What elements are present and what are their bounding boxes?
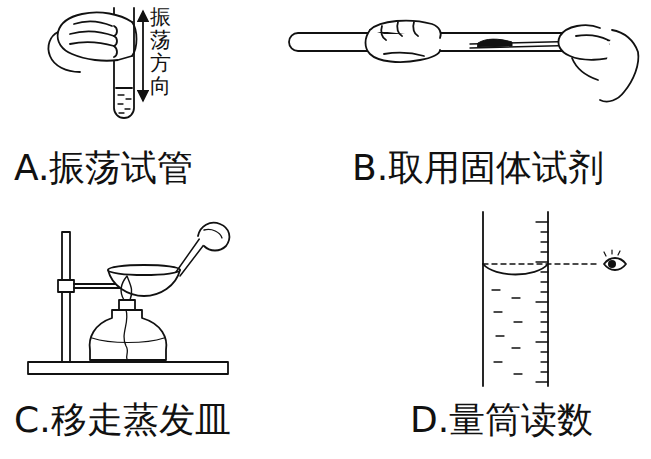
- solid-reagent-tube: [289, 21, 638, 102]
- iron-stand-and-lamp: [28, 223, 229, 374]
- graduated-cylinder: [483, 212, 626, 386]
- direction-label: 振荡方向: [150, 6, 171, 98]
- panel-caption: D.量筒读数: [410, 396, 593, 445]
- shaking-test-tube: [48, 8, 143, 118]
- panel-caption: A.振荡试管: [14, 144, 193, 193]
- panel-caption: C.移走蒸发皿: [14, 396, 231, 445]
- panel-caption: B.取用固体试剂: [352, 144, 604, 193]
